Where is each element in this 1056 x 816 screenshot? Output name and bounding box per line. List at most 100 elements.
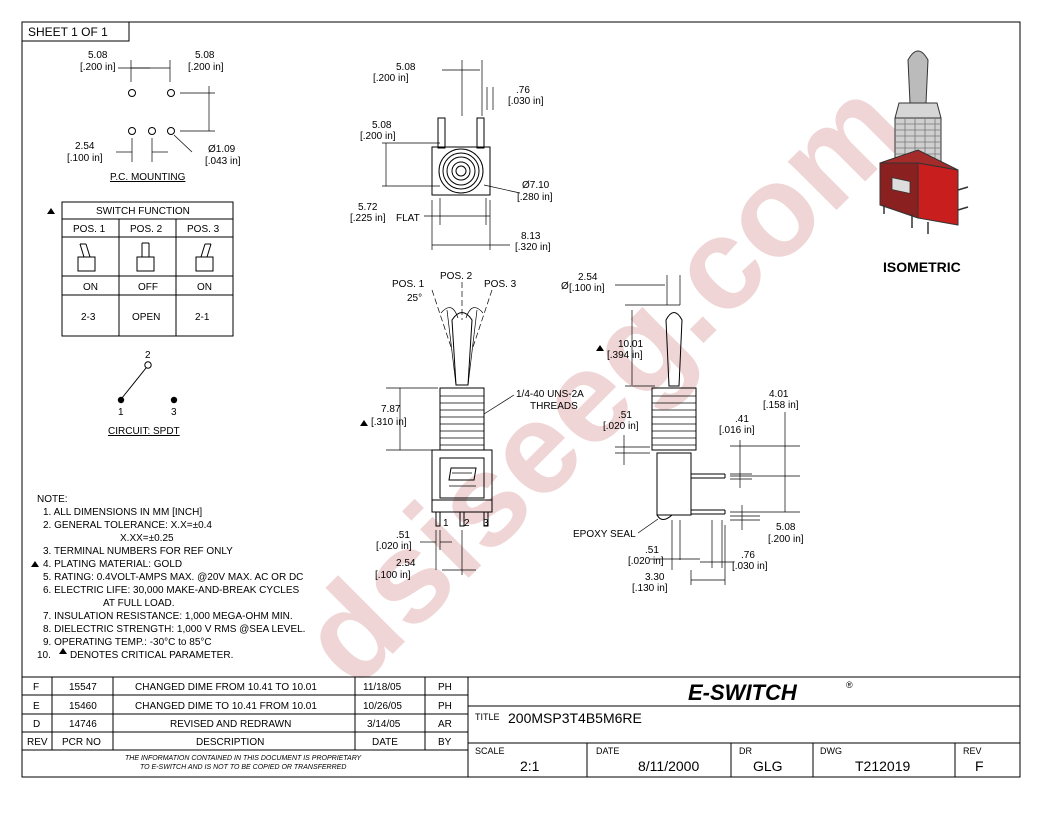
drawing-text: 5.08 (372, 120, 392, 131)
drawing-text: TITLE (475, 712, 500, 722)
isometric-label: ISOMETRIC (883, 259, 961, 275)
drawing-text: T212019 (855, 758, 910, 774)
drawing-text: [.130 in] (632, 583, 668, 594)
part-number: 200MSP3T4B5M6RE (508, 710, 642, 726)
sheet-border (21, 21, 1021, 778)
e-switch-logo: E-SWITCH (688, 680, 798, 705)
drawing-text: 5.08 (396, 62, 416, 73)
drawing-text: POS. 3 (484, 279, 517, 290)
side-view: Ø 2.54 [.100 in] 10.01 [.394 in] .51 [.0… (561, 272, 804, 594)
dim-text: [.200 in] (80, 62, 116, 73)
revision-table: F 15547 CHANGED DIME FROM 10.41 TO 10.01… (22, 676, 469, 777)
drawing-text: .41 (735, 414, 749, 425)
circuit-title: CIRCUIT: SPDT (108, 426, 180, 437)
drawing-text: [.100 in] (375, 570, 411, 581)
drawing-text: 7.87 (381, 404, 401, 415)
switch-function-title: SWITCH FUNCTION (96, 206, 190, 217)
drawing-text: REV (963, 746, 982, 756)
drawing-text: 14746 (69, 719, 97, 730)
note-line: 7. INSULATION RESISTANCE: 1,000 MEGA-OHM… (43, 611, 293, 622)
circuit-diagram: 2 1 3 CIRCUIT: SPDT (108, 350, 180, 437)
drawing-text: GLG (753, 758, 783, 774)
pc-mounting-view: 5.08 [.200 in] 5.08 [.200 in] 2.54 [.100… (67, 50, 241, 183)
drawing-text: 5.72 (358, 202, 378, 213)
top-view: 5.08 [.200 in] .76 [.030 in] 5.08 [.200 … (350, 60, 553, 253)
drawing-text: F (33, 682, 39, 693)
drawing-text: 2.54 (578, 272, 598, 283)
toggle-pos3-icon (195, 243, 214, 272)
circuit-cell: 2-3 (81, 312, 96, 323)
drawing-text: THE INFORMATION CONTAINED IN THIS DOCUME… (125, 755, 363, 762)
drawing-text: 3.30 (645, 572, 665, 583)
circuit-cell: OPEN (132, 312, 160, 323)
note-line: 1. ALL DIMENSIONS IN MM [INCH] (43, 507, 202, 518)
drawing-text: REVISED AND REDRAWN (170, 719, 291, 730)
note-line: 8. DIELECTRIC STRENGTH: 1,000 V RMS @SEA… (43, 624, 305, 635)
drawing-text: FLAT (396, 213, 420, 224)
front-view: POS. 1 POS. 2 POS. 3 25° 7.87 [.310 in] … (360, 271, 584, 581)
drawing-text: PCR NO (62, 737, 101, 748)
note-line: X.XX=±0.25 (120, 533, 174, 544)
drawing-text: POS. 2 (440, 271, 473, 282)
drawing-text: DR (739, 746, 752, 756)
dim-text: 5.08 (88, 50, 108, 61)
drawing-text: 3/14/05 (367, 719, 401, 730)
drawing-text: .51 (396, 530, 410, 541)
drawing-text: DESCRIPTION (196, 737, 264, 748)
terminal-label: 2 (145, 350, 151, 361)
drawing-text: 5.08 (776, 522, 796, 533)
drawing-text: [.320 in] (515, 242, 551, 253)
svg-text:dsiseeg.com: dsiseeg.com (272, 51, 932, 711)
drawing-text: REV (27, 737, 48, 748)
note-line: 2. GENERAL TOLERANCE: X.X=±0.4 (43, 520, 212, 531)
pc-mounting-title: P.C. MOUNTING (110, 172, 186, 183)
note-line-10-prefix: 10. (37, 650, 51, 661)
note-line: 5. RATING: 0.4VOLT-AMPS MAX. @20V MAX. A… (43, 572, 303, 583)
drawing-text: 1 (443, 518, 449, 529)
dim-text: 2.54 (75, 141, 95, 152)
notes-block: NOTE: 1. ALL DIMENSIONS IN MM [INCH] 2. … (31, 494, 305, 661)
drawing-text: CHANGED DIME FROM 10.41 TO 10.01 (135, 682, 317, 693)
drawing-text: EPOXY SEAL (573, 529, 636, 540)
drawing-text: 1/4-40 UNS-2A (516, 389, 584, 400)
note-line: 3. TERMINAL NUMBERS FOR REF ONLY (43, 546, 233, 557)
drawing-text: POS. 1 (392, 279, 425, 290)
dim-text: [.200 in] (188, 62, 224, 73)
critical-triangle-icon (47, 208, 55, 214)
drawing-text: DWG (820, 746, 842, 756)
drawing-text: 2 (464, 518, 470, 529)
drawing-text: 3 (483, 518, 489, 529)
pos-header: POS. 2 (130, 224, 163, 235)
drawing-text: 11/18/05 (363, 682, 402, 693)
drawing-text: .76 (741, 550, 755, 561)
notes-title: NOTE: (37, 494, 68, 505)
drawing-text: [.225 in] (350, 213, 386, 224)
drawing-text: [.394 in] (607, 350, 643, 361)
dim-text: [.100 in] (67, 153, 103, 164)
toggle-pos2-icon (136, 242, 155, 272)
drawing-text: [.158 in] (763, 400, 799, 411)
drawing-text: [.100 in] (569, 283, 605, 294)
drawing-text: [.280 in] (517, 192, 553, 203)
drawing-text: [.310 in] (371, 417, 407, 428)
drawing-text: Ø7.10 (522, 180, 550, 191)
terminal-label: 1 (118, 407, 124, 418)
drawing-text: TO E-SWITCH AND IS NOT TO BE COPIED OR T… (140, 764, 346, 771)
drawing-text: [.030 in] (508, 96, 544, 107)
sheet-number: SHEET 1 OF 1 (28, 25, 108, 39)
terminal-label: 3 (171, 407, 177, 418)
drawing-text: 8/11/2000 (638, 758, 699, 774)
note-line: 9. OPERATING TEMP.: -30°C to 85°C (43, 637, 212, 648)
drawing-text: 10.01 (618, 339, 643, 350)
note-line: 6. ELECTRIC LIFE: 30,000 MAKE-AND-BREAK … (43, 585, 300, 596)
drawing-text: E (33, 701, 40, 712)
dim-text: [.043 in] (205, 156, 241, 167)
note-line: DENOTES CRITICAL PARAMETER. (70, 650, 233, 661)
note-line: AT FULL LOAD. (103, 598, 175, 609)
registered-mark: ® (846, 680, 853, 690)
sheet-tab (21, 21, 130, 42)
drawing-text: [.020 in] (628, 556, 664, 567)
drawing-text: 4.01 (769, 389, 789, 400)
switch-function-table: SWITCH FUNCTION POS. 1 POS. 2 POS. 3 ON … (47, 201, 234, 337)
